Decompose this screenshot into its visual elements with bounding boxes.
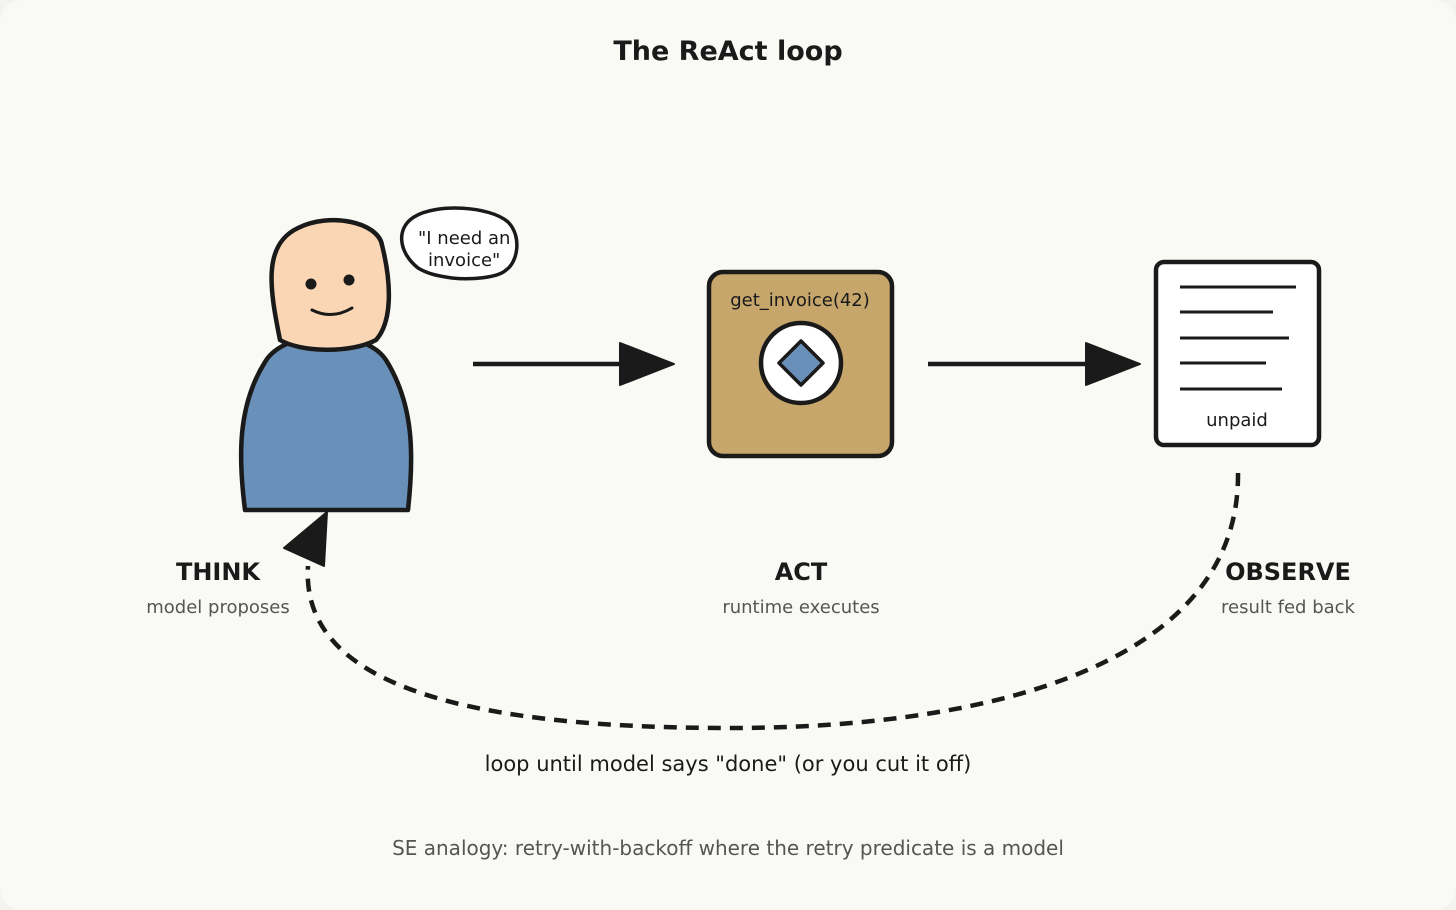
stage-think-label: THINK — [175, 558, 261, 586]
stage-observe-label: OBSERVE — [1225, 558, 1351, 586]
stage-act-sub: runtime executes — [722, 597, 880, 618]
loop-caption: loop until model says "done" (or you cut… — [484, 752, 972, 776]
result-document: unpaid — [1153, 259, 1322, 448]
tool-box: get_invoice(42) — [706, 269, 895, 459]
speech-bubble: "I need an invoice" — [399, 206, 519, 281]
person-eye-left — [305, 278, 317, 290]
speech-bubble-outline — [399, 206, 519, 281]
analogy-caption: SE analogy: retry-with-backoff where the… — [392, 836, 1064, 860]
feedback-loop-arrowhead — [283, 511, 328, 567]
diagram-title: The ReAct loop — [613, 36, 843, 67]
document-status-label: unpaid — [1206, 410, 1268, 431]
stage-act-label: ACT — [774, 558, 828, 586]
stage-think-sub: model proposes — [146, 597, 290, 618]
result-document-outline — [1153, 259, 1322, 448]
arrow-act-to-observe-head — [1085, 342, 1141, 386]
feedback-loop-path — [305, 472, 1241, 731]
speech-bubble-line-1: "I need an — [418, 228, 510, 249]
stage-observe-sub: result fed back — [1221, 597, 1355, 618]
tool-diamond-icon — [777, 339, 825, 387]
arrow-think-to-act-head — [619, 342, 675, 386]
person-eye-right — [343, 274, 355, 286]
feedback-loop-arrow — [283, 472, 1241, 731]
arrow-act-to-observe — [928, 342, 1141, 386]
person-smile — [310, 306, 354, 316]
speech-bubble-line-2: invoice" — [428, 250, 500, 271]
tool-call-label: get_invoice(42) — [730, 290, 870, 311]
person-head — [269, 217, 392, 352]
person-figure — [238, 217, 414, 513]
person-body — [238, 334, 414, 513]
arrow-think-to-act — [473, 342, 675, 386]
